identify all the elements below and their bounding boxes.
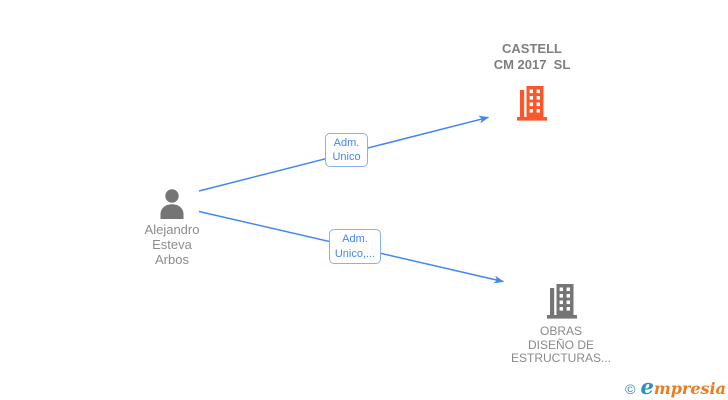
person-icon	[160, 189, 184, 219]
empresia-logo[interactable]: © e mpresia	[625, 374, 726, 399]
edge-label-adm-unico-etc[interactable]: Adm. Unico,...	[329, 229, 381, 264]
empresia-logo-e: e	[640, 374, 654, 399]
empresia-logo-text: mpresia	[653, 379, 726, 398]
building-icon	[547, 284, 577, 319]
person-name-label[interactable]: Alejandro Esteva Arbos	[144, 222, 200, 267]
copyright-icon: ©	[625, 381, 636, 397]
company-castell-name-label[interactable]: CASTELL CM 2017 SL	[493, 41, 571, 72]
company-obras-name-label[interactable]: OBRAS DISEÑO DE ESTRUCTURAS...	[510, 324, 611, 365]
building-icon	[517, 86, 547, 121]
edge-label-adm-unico[interactable]: Adm. Unico	[325, 133, 368, 167]
